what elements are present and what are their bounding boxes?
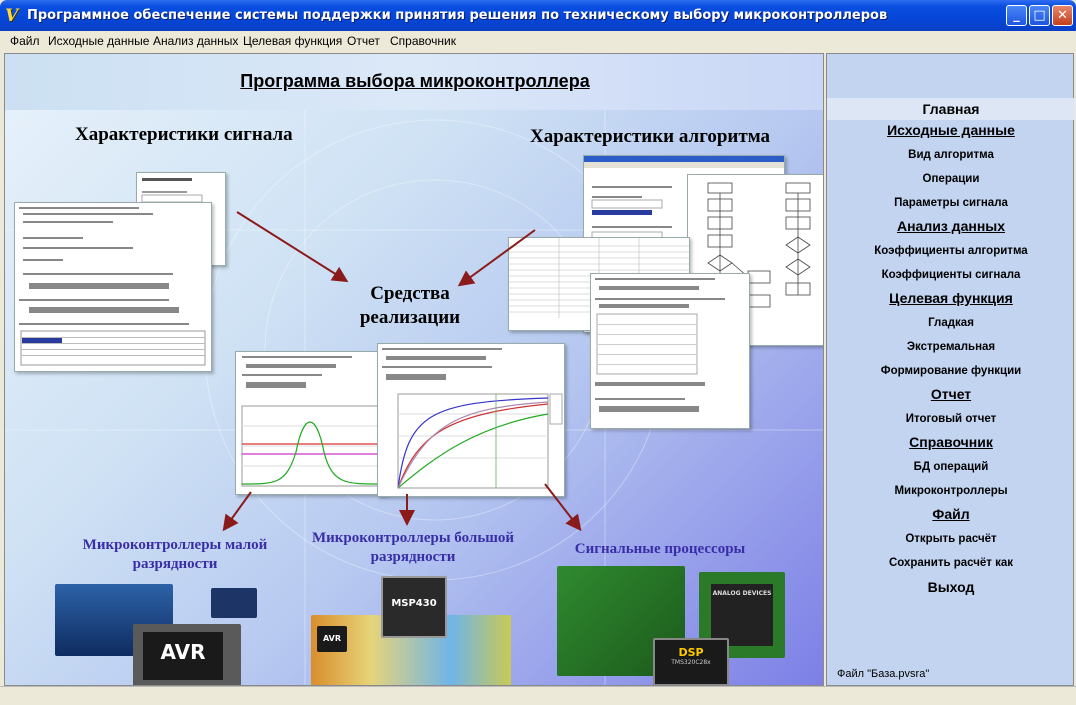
msp430-chip-label: MSP430: [391, 598, 437, 609]
program-title: Программа выбора микроконтроллера: [240, 71, 590, 91]
sidebar: Главная Исходные данные Вид алгоритма Оп…: [826, 53, 1075, 686]
maximize-button[interactable]: □: [1029, 5, 1050, 26]
close-button[interactable]: ✕: [1052, 5, 1073, 26]
app-icon: V: [5, 6, 19, 26]
smooth-function-chart-thumbnail: [235, 351, 387, 495]
implementation-label: Средства реализации: [340, 282, 480, 330]
sidebar-item-microcontrollers[interactable]: Микроконтроллеры: [894, 485, 1008, 497]
formula-lines: [19, 207, 206, 366]
title-band: [5, 54, 823, 110]
high-bit-mcu-label: Микроконтроллеры большой разрядности: [293, 529, 533, 567]
menu-reference[interactable]: Справочник: [390, 34, 456, 48]
status-bar: [0, 686, 1076, 705]
sidebar-item-open-calc[interactable]: Открыть расчёт: [905, 533, 997, 545]
menu-data-analysis[interactable]: Анализ данных: [153, 34, 239, 48]
sidebar-item-algorithm-coefficients[interactable]: Коэффициенты алгоритма: [874, 245, 1028, 257]
low-bit-mcu-label-line2: разрядности: [132, 556, 218, 572]
sidebar-item-function-forming[interactable]: Формирование функции: [880, 365, 1022, 377]
sidebar-exit[interactable]: Выход: [927, 579, 975, 595]
msp430-chip: MSP430: [381, 576, 447, 638]
sidebar-item-signal-params[interactable]: Параметры сигнала: [894, 197, 1008, 209]
high-bit-mcu-label-line2: разрядности: [370, 549, 456, 565]
analog-devices-label: ANALOG DEVICES: [711, 584, 773, 646]
menu-source-data[interactable]: Исходные данные: [48, 34, 150, 48]
sidebar-section-file[interactable]: Файл: [932, 506, 970, 522]
avr-chip-photo: AVR: [133, 624, 241, 685]
sidebar-item-extreme[interactable]: Экстремальная: [906, 341, 996, 353]
dsp-chip-label: DSP: [678, 646, 704, 659]
dsp-label: Сигнальные процессоры: [574, 541, 746, 557]
extreme-function-chart-thumbnail: [377, 343, 565, 497]
sidebar-item-save-calc-as[interactable]: Сохранить расчёт как: [888, 557, 1014, 569]
menu-bar: Файл Исходные данные Анализ данных Целев…: [0, 31, 1076, 51]
chart-lines: [382, 348, 563, 489]
algorithm-heading: Характеристики алгоритма: [530, 126, 771, 147]
signal-formulas-thumbnail: [14, 202, 212, 372]
algorithm-formulas-thumbnail: [590, 273, 750, 429]
signal-heading: Характеристики сигнала: [75, 124, 293, 145]
sidebar-section-report[interactable]: Отчет: [930, 386, 972, 402]
sidebar-section-source-data[interactable]: Исходные данные: [887, 122, 1015, 138]
avr-small-chip: AVR: [317, 626, 347, 652]
dsp-chip-photo: DSP TMS320C28x: [653, 638, 729, 685]
sidebar-item-signal-coefficients[interactable]: Коэффициенты сигнала: [881, 269, 1021, 281]
implementation-label-line1: Средства: [370, 283, 450, 304]
implementation-label-line2: реализации: [359, 307, 461, 328]
title-bar[interactable]: V Программное обеспечение системы поддер…: [0, 0, 1076, 31]
menu-file[interactable]: Файл: [10, 34, 40, 48]
low-bit-mcu-label-line1: Микроконтроллеры малой: [82, 537, 268, 553]
low-bit-mcu-label: Микроконтроллеры малой разрядности: [65, 536, 285, 574]
sidebar-section-data-analysis[interactable]: Анализ данных: [896, 218, 1006, 234]
main-panel: Программа выбора микроконтроллера Характ…: [4, 53, 824, 686]
minimize-button[interactable]: _: [1006, 5, 1027, 26]
sidebar-home[interactable]: Главная: [827, 98, 1075, 120]
avr-chip-label: AVR: [143, 632, 223, 680]
sidebar-item-final-report[interactable]: Итоговый отчет: [905, 413, 997, 425]
sidebar-item-smooth[interactable]: Гладкая: [928, 317, 974, 329]
dsp-chip-sub-label: TMS320C28x: [671, 659, 711, 666]
sidebar-item-algorithm-type[interactable]: Вид алгоритма: [908, 149, 994, 161]
small-chip-photo: [211, 588, 257, 618]
high-bit-mcu-label-line1: Микроконтроллеры большой: [311, 530, 515, 546]
formula-lines: [595, 278, 725, 412]
menu-report[interactable]: Отчет: [347, 34, 380, 48]
sidebar-section-reference[interactable]: Справочник: [909, 434, 993, 450]
chart-lines: [241, 356, 381, 487]
sidebar-section-target-function[interactable]: Целевая функция: [889, 290, 1013, 306]
current-file-label: Файл "База.pvsra": [837, 668, 930, 680]
sidebar-item-operations[interactable]: Операции: [922, 173, 980, 185]
window-title: Программное обеспечение системы поддержк…: [27, 8, 888, 23]
sidebar-item-operations-db[interactable]: БД операций: [913, 461, 989, 473]
menu-target-function[interactable]: Целевая функция: [243, 34, 343, 48]
